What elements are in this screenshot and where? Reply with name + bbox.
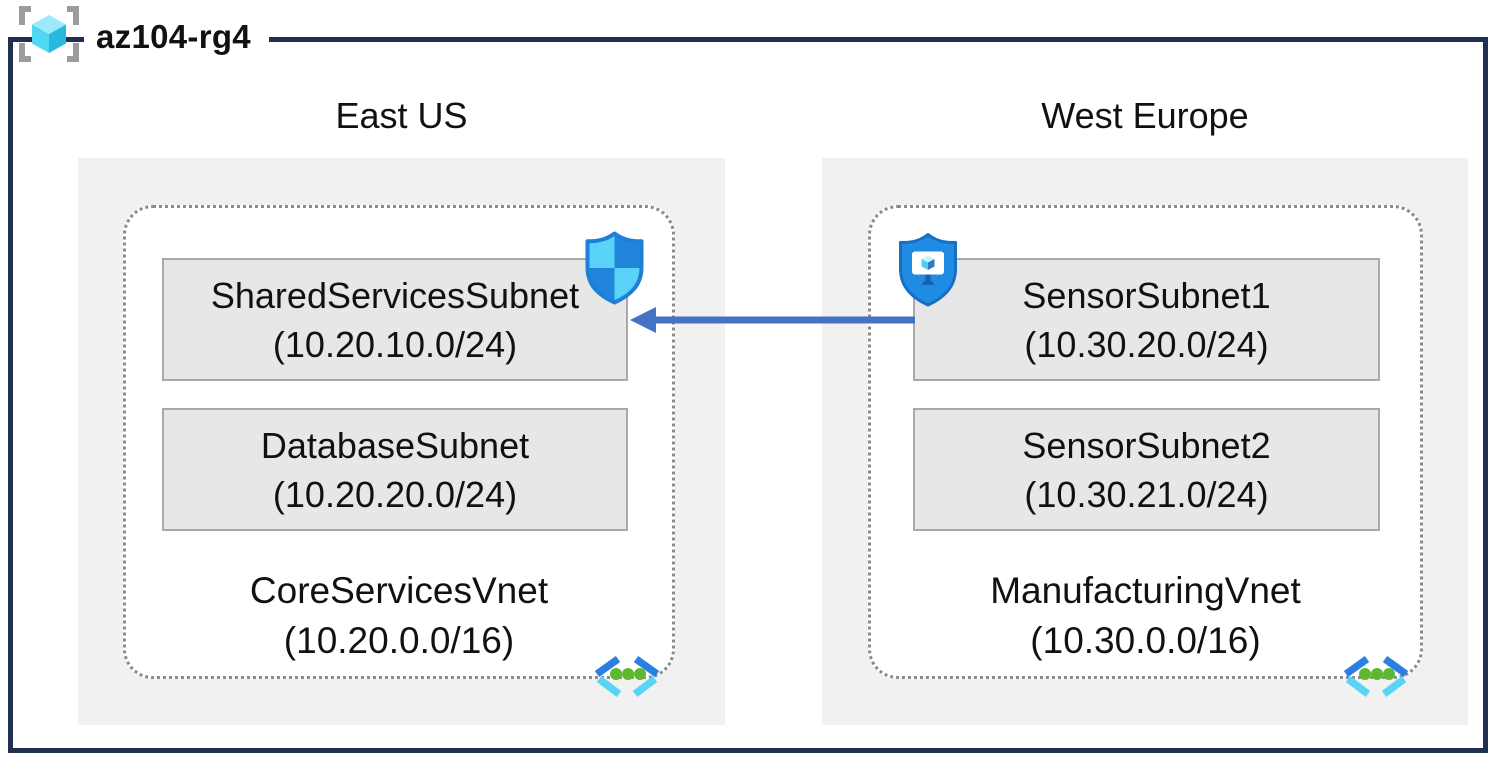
vnet-name: ManufacturingVnet — [990, 570, 1301, 611]
subnet-cidr: (10.20.10.0/24) — [272, 323, 518, 365]
network-security-group-icon — [585, 231, 644, 310]
resource-group-title: az104-rg4 — [84, 15, 269, 58]
subnet-cidr: (10.30.21.0/24) — [1024, 473, 1269, 515]
subnet-name: SharedServicesSubnet — [210, 274, 580, 316]
virtual-network-icon — [1342, 655, 1410, 702]
resource-group-icon — [14, 4, 84, 69]
subnet-cidr: (10.20.20.0/24) — [272, 473, 518, 515]
subnet-sensor2: SensorSubnet2 (10.30.21.0/24) — [913, 408, 1380, 531]
subnet-database: DatabaseSubnet (10.20.20.0/24) — [162, 408, 628, 531]
vnet-name: CoreServicesVnet — [249, 570, 549, 611]
region-label-west-europe: West Europe — [1041, 95, 1249, 136]
subnet-name: SensorSubnet2 — [1022, 424, 1271, 466]
virtual-network-icon — [593, 655, 661, 702]
resource-group-frame — [8, 37, 1488, 753]
subnet-name: DatabaseSubnet — [260, 424, 530, 466]
peering-arrow — [628, 304, 918, 341]
vnet-caption-manufacturing: ManufacturingVnet (10.30.0.0/16) — [868, 566, 1423, 666]
vnet-caption-coreservices: CoreServicesVnet (10.20.0.0/16) — [123, 566, 675, 666]
application-security-group-icon — [898, 232, 958, 313]
subnet-cidr: (10.30.20.0/24) — [1024, 323, 1269, 365]
subnet-sharedservices: SharedServicesSubnet (10.20.10.0/24) — [162, 258, 628, 381]
subnet-sensor1: SensorSubnet1 (10.30.20.0/24) — [913, 258, 1380, 381]
vnet-cidr: (10.20.0.0/16) — [283, 620, 515, 661]
vnet-cidr: (10.30.0.0/16) — [1030, 620, 1261, 661]
region-label-east-us: East US — [335, 95, 468, 136]
subnet-name: SensorSubnet1 — [1022, 274, 1271, 316]
resource-group-label: az104-rg4 — [14, 4, 269, 69]
